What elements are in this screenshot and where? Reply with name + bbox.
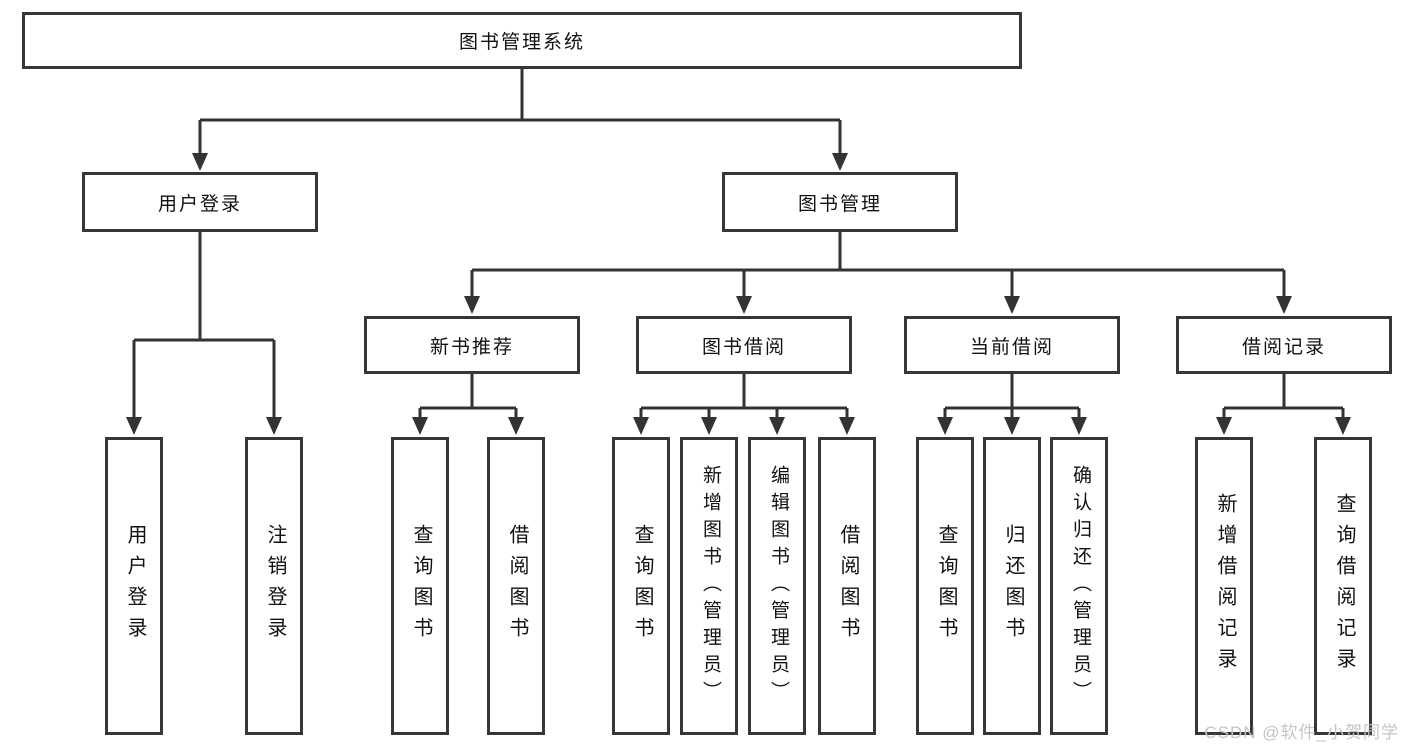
node-borrow-record-label: 借阅记录 — [1241, 336, 1326, 358]
node-new-book-recommend: 新书推荐 — [364, 316, 580, 374]
arrowhead-leaf-bb-add — [701, 417, 717, 435]
arrowhead-new-book-recommend — [464, 296, 480, 314]
leaf-add-books-admin: 新增图书（管理员） — [680, 437, 738, 735]
arrowhead-current-borrow — [1004, 296, 1020, 314]
leaf-query-borrow-record: 查询借阅记录 — [1314, 437, 1372, 735]
edge-book-management-children — [470, 232, 1286, 297]
arrowhead-leaf-br-add — [1216, 417, 1232, 435]
edge-user-login-children — [132, 232, 276, 418]
leaf-borrow-books: 借阅图书 — [818, 437, 876, 735]
node-current-borrow-label: 当前借阅 — [969, 336, 1054, 358]
leaf-logout: 注销登录 — [245, 437, 303, 735]
node-new-book-recommend-label: 新书推荐 — [429, 336, 514, 358]
node-user-login: 用户登录 — [82, 172, 318, 232]
arrowhead-borrow-record — [1276, 296, 1292, 314]
leaf-borrow-query-books: 查询图书 — [612, 437, 670, 735]
arrowhead-leaf-bb-edit — [769, 417, 785, 435]
arrowhead-leaf-logout — [266, 417, 282, 435]
node-root-label: 图书管理系统 — [458, 32, 585, 53]
node-root-library-system: 图书管理系统 — [22, 12, 1022, 69]
node-current-borrow: 当前借阅 — [904, 316, 1120, 374]
arrowhead-leaf-br-query — [1335, 417, 1351, 435]
csdn-watermark: CSDN @软件_小贺同学 — [1204, 723, 1399, 742]
arrowhead-leaf-nb-borrow — [508, 417, 524, 435]
node-book-borrow: 图书借阅 — [636, 316, 852, 374]
arrowhead-book-borrow — [736, 296, 752, 314]
node-book-management: 图书管理 — [722, 172, 958, 232]
node-book-borrow-label: 图书借阅 — [701, 336, 786, 358]
arrowhead-leaf-bb-query — [633, 417, 649, 435]
node-borrow-record: 借阅记录 — [1176, 316, 1392, 374]
leaf-edit-books-admin: 编辑图书（管理员） — [748, 437, 806, 735]
arrowhead-leaf-cb-confirm — [1071, 417, 1087, 435]
edge-level3-children — [418, 374, 1345, 418]
arrowhead-user-login — [192, 153, 208, 171]
node-user-login-label: 用户登录 — [157, 193, 242, 215]
arrowhead-leaf-cb-query — [937, 417, 953, 435]
leaf-current-query-books: 查询图书 — [916, 437, 974, 735]
arrowhead-leaf-bb-borrow — [839, 417, 855, 435]
leaf-user-login: 用户登录 — [105, 437, 163, 735]
arrowhead-leaf-user-login — [126, 417, 142, 435]
edge-root-to-level2 — [198, 69, 842, 154]
arrowhead-leaf-nb-query — [412, 417, 428, 435]
leaf-confirm-return-admin: 确认归还（管理员） — [1050, 437, 1108, 735]
leaf-add-borrow-record: 新增借阅记录 — [1195, 437, 1253, 735]
arrowhead-book-management — [832, 153, 848, 171]
arrowhead-leaf-cb-return — [1004, 417, 1020, 435]
leaf-newbook-borrow-books: 借阅图书 — [487, 437, 545, 735]
node-book-management-label: 图书管理 — [797, 193, 882, 215]
leaf-newbook-query-books: 查询图书 — [391, 437, 449, 735]
leaf-return-books: 归还图书 — [983, 437, 1041, 735]
